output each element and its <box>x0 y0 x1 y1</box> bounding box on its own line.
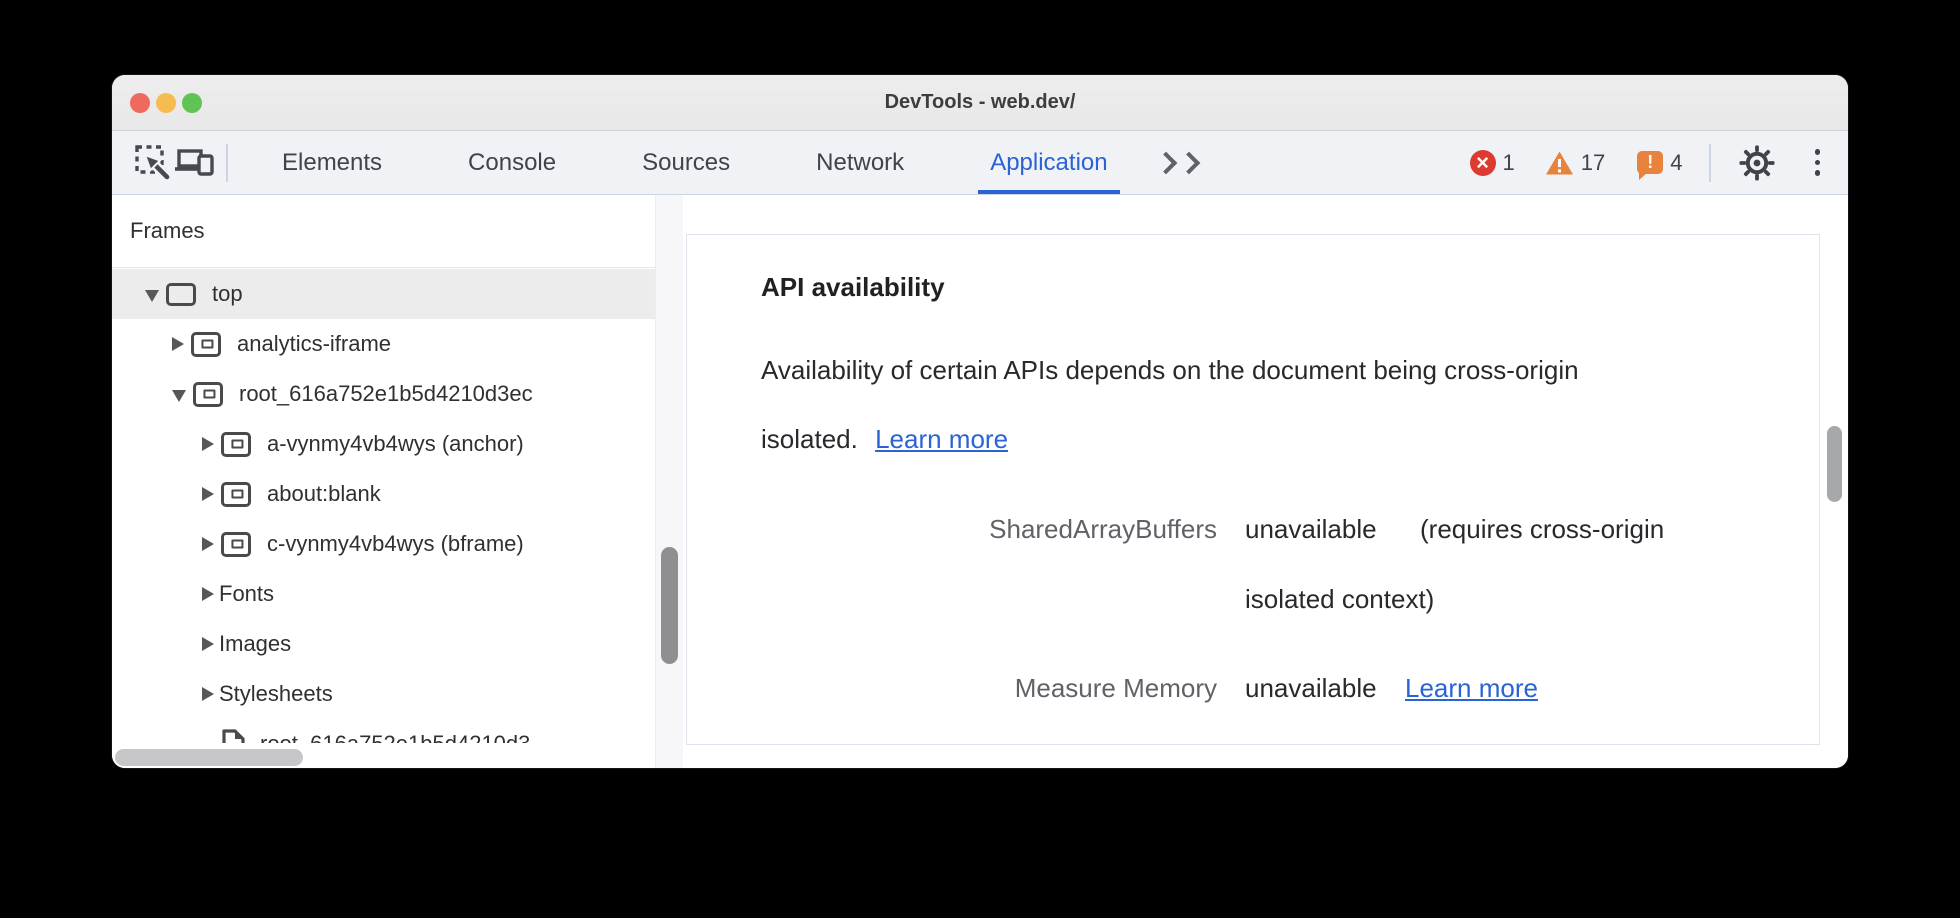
document-icon <box>221 729 246 743</box>
devtools-content: Frames top analytics-iframe root_616a752e1… <box>112 195 1848 768</box>
learn-more-link[interactable]: Learn more <box>1405 673 1538 703</box>
tree-item-about-blank[interactable]: about:blank <box>112 469 655 519</box>
frames-section-header[interactable]: Frames <box>112 195 655 268</box>
tree-item-top[interactable]: top <box>112 269 655 319</box>
learn-more-link[interactable]: Learn more <box>875 424 1009 454</box>
tree-item-images[interactable]: Images <box>112 619 655 669</box>
api-row-label: Measure Memory <box>1014 673 1217 703</box>
sidebar-scrollbar-gutter <box>655 195 683 768</box>
more-options-icon[interactable] <box>1814 149 1820 176</box>
devtools-toolbar: Elements Console Sources Network Application… <box>112 131 1848 195</box>
tab-console[interactable]: Console <box>468 148 557 176</box>
tree-item-analytics-iframe[interactable]: analytics-iframe <box>112 319 655 369</box>
error-icon[interactable]: × <box>1469 149 1496 176</box>
chevron-right-icon[interactable] <box>202 687 214 701</box>
iframe-icon <box>193 381 223 407</box>
toolbar-divider <box>226 143 228 182</box>
horizontal-scrollbar[interactable] <box>115 749 303 766</box>
chevron-right-icon[interactable] <box>202 437 214 451</box>
settings-gear-icon[interactable] <box>1739 145 1775 181</box>
api-row-value: unavailable <box>1245 673 1377 703</box>
main-vertical-scrollbar[interactable] <box>1827 426 1842 502</box>
tree-item-label: a-vynmy4vb4wys (anchor) <box>267 431 524 456</box>
toolbar-divider <box>1708 143 1711 182</box>
tab-network[interactable]: Network <box>816 148 905 176</box>
tree-item-label: c-vynmy4vb4wys (bframe) <box>267 531 524 556</box>
iframe-icon <box>221 481 251 507</box>
chevron-right-icon[interactable] <box>202 537 214 551</box>
api-row-label: SharedArrayBuffers <box>989 514 1217 544</box>
inspect-element-icon[interactable] <box>132 142 174 184</box>
panel-tabs: Elements Console Sources Network Application <box>270 131 1182 194</box>
chevron-right-icon[interactable] <box>172 337 184 351</box>
tree-item-c-vynmy4vb4wys-bframe-[interactable]: c-vynmy4vb4wys (bframe) <box>112 519 655 569</box>
chevron-down-icon[interactable] <box>172 390 186 402</box>
description-line-1: Availability of certain APIs depends on … <box>761 355 1579 385</box>
tree-item-root-616a752e1b5d4210d3ec[interactable]: root_616a752e1b5d4210d3ec <box>112 369 655 419</box>
description-text: isolated. <box>761 424 858 454</box>
sidebar-vertical-scrollbar[interactable] <box>661 547 678 664</box>
tree-item-stylesheets[interactable]: Stylesheets <box>112 669 655 719</box>
tree-item-a-vynmy4vb4wys-anchor-[interactable]: a-vynmy4vb4wys (anchor) <box>112 419 655 469</box>
warning-icon[interactable] <box>1545 150 1574 176</box>
error-count[interactable]: 1 <box>1502 149 1515 175</box>
tree-item-label: about:blank <box>267 481 381 506</box>
tree-item-label: root_616a752e1b5d4210d3ec <box>239 381 533 406</box>
tree-item-fonts[interactable]: Fonts <box>112 569 655 619</box>
tree-item-root-616a752e1b5d4210d3[interactable]: root_616a752e1b5d4210d3 <box>112 719 655 743</box>
api-row-note: (requires cross-origin <box>1420 514 1665 544</box>
zoom-window-button[interactable] <box>182 93 202 113</box>
frame-icon <box>166 282 196 306</box>
description-line-2: isolated. Learn more <box>761 424 1008 455</box>
section-heading: API availability <box>761 272 945 302</box>
chevron-right-icon[interactable] <box>202 637 214 651</box>
chevron-right-icon[interactable] <box>202 487 214 501</box>
tab-application[interactable]: Application <box>978 131 1120 194</box>
toolbar-right-group: × 1 17 ! 4 <box>1469 143 1820 182</box>
frame-details-panel: API availability Availability of certain… <box>683 195 1848 768</box>
iframe-icon <box>221 531 251 557</box>
iframe-icon <box>191 331 221 357</box>
toggle-device-toolbar-icon[interactable] <box>174 142 216 184</box>
tree-item-label: Fonts <box>219 581 275 606</box>
issues-icon[interactable]: ! <box>1637 151 1664 180</box>
tree-item-label: root_616a752e1b5d4210d3 <box>260 731 530 743</box>
chevron-right-icon[interactable] <box>202 587 214 601</box>
minimize-window-button[interactable] <box>156 93 176 113</box>
tree-item-label: Images <box>219 631 292 656</box>
frames-tree: top analytics-iframe root_616a752e1b5d4210… <box>112 269 655 743</box>
application-sidebar: Frames top analytics-iframe root_616a752e1… <box>112 195 655 768</box>
close-window-button[interactable] <box>130 93 150 113</box>
warning-count[interactable]: 17 <box>1580 149 1606 175</box>
window-title: DevTools - web.dev/ <box>884 91 1076 113</box>
issue-count[interactable]: 4 <box>1670 149 1683 175</box>
api-row-note: isolated context) <box>1245 584 1435 614</box>
tab-elements[interactable]: Elements <box>282 148 383 176</box>
tree-item-label: Stylesheets <box>219 681 333 706</box>
chevron-down-icon[interactable] <box>145 290 159 302</box>
api-row-value: unavailable <box>1245 514 1377 544</box>
more-tabs-icon[interactable] <box>1154 151 1200 174</box>
title-bar: DevTools - web.dev/ <box>112 75 1848 131</box>
api-availability-section: API availability Availability of certain… <box>686 234 1820 745</box>
tab-sources[interactable]: Sources <box>642 148 731 176</box>
tree-item-label: top <box>212 281 243 306</box>
iframe-icon <box>221 431 251 457</box>
tree-item-label: analytics-iframe <box>237 331 392 356</box>
devtools-window: DevTools - web.dev/ Elements Console Sourc… <box>112 75 1848 768</box>
